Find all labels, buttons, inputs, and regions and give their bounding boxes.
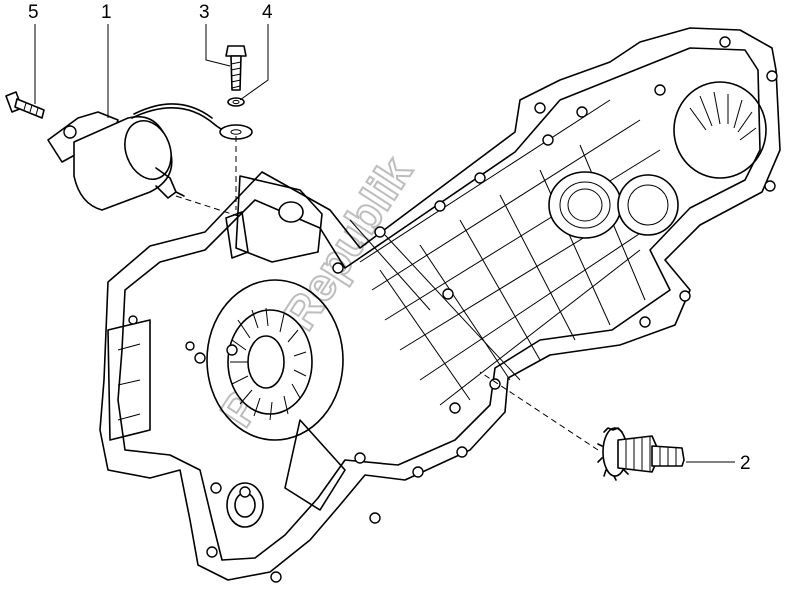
guide-gear-to-case bbox=[479, 371, 599, 451]
callout-2: 2 bbox=[740, 453, 751, 474]
crankcase-bolt-holes bbox=[128, 36, 778, 583]
crankcase-ribs bbox=[349, 99, 671, 406]
rear-ribbed-dome bbox=[673, 81, 767, 179]
starter-motor bbox=[47, 103, 237, 211]
callout-5: 5 bbox=[28, 2, 39, 23]
bolt-part-5 bbox=[5, 91, 45, 119]
callout-1: 1 bbox=[101, 2, 112, 23]
washer-part-4 bbox=[219, 97, 253, 140]
callout-3: 3 bbox=[199, 2, 210, 23]
guide-starter-to-case bbox=[175, 195, 239, 217]
crankcase bbox=[99, 27, 781, 583]
bolt-part-3 bbox=[225, 45, 247, 91]
callout-leaders bbox=[34, 24, 735, 463]
starter-gear bbox=[597, 427, 685, 481]
flywheel-stator bbox=[206, 279, 344, 441]
bearing-boss-upper bbox=[548, 171, 679, 239]
callout-4: 4 bbox=[262, 2, 273, 23]
